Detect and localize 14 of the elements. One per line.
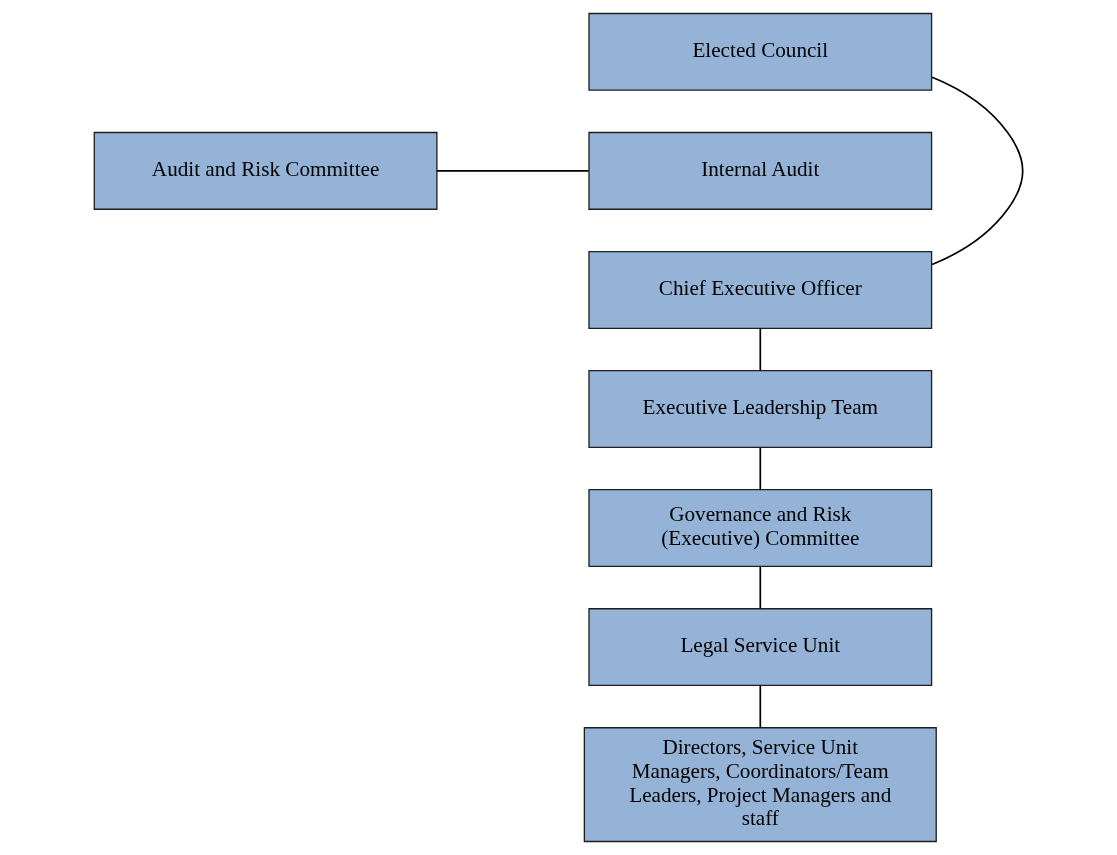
connector bbox=[759, 684, 762, 729]
node-box: Executive Leadership Team bbox=[588, 369, 933, 448]
connector bbox=[759, 446, 762, 491]
connector bbox=[436, 170, 590, 172]
node-box: Internal Audit bbox=[588, 131, 933, 210]
connector bbox=[931, 76, 1024, 266]
node-box: Governance and Risk (Executive) Committee bbox=[588, 489, 933, 568]
node-box: Directors, Service Unit Managers, Coordinators/Team Leaders, Project Managers and staff bbox=[583, 727, 937, 843]
connector bbox=[759, 327, 762, 372]
node-box: Elected Council bbox=[588, 12, 933, 91]
node-box: Chief Executive Officer bbox=[588, 250, 933, 329]
node-box: Audit and Risk Committee bbox=[93, 131, 438, 210]
connector bbox=[759, 565, 762, 610]
node-box: Legal Service Unit bbox=[588, 608, 933, 687]
